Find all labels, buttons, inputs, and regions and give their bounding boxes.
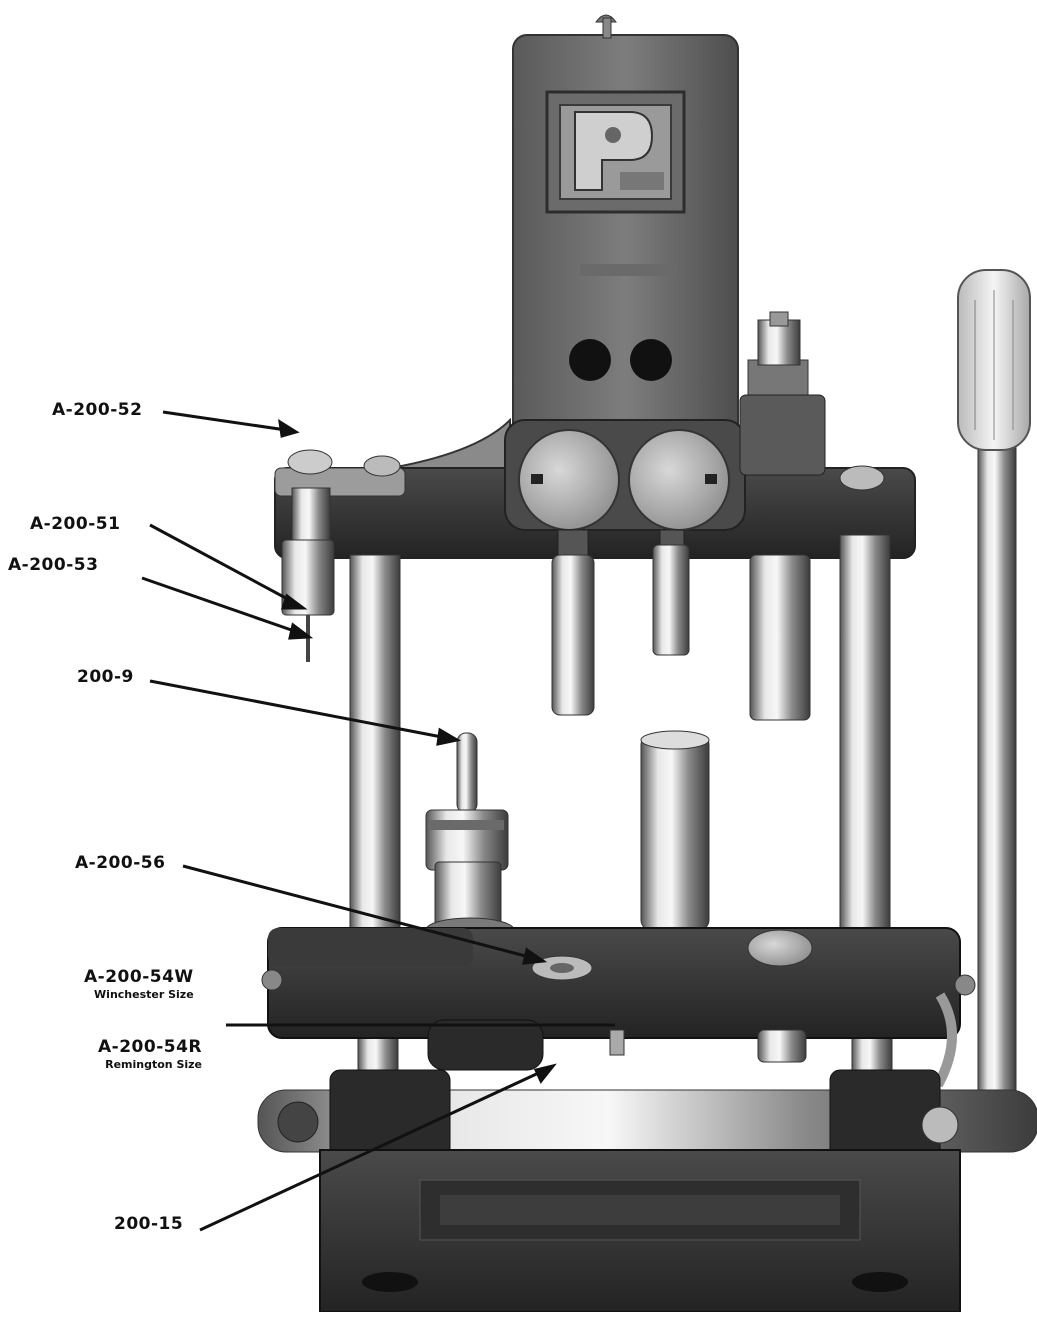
label-a-200-54w: A-200-54W Winchester Size: [84, 967, 194, 1001]
label-a-200-54r: A-200-54R Remington Size: [98, 1037, 203, 1071]
part-number-a-200-53: A-200-53: [8, 555, 99, 575]
operating-handle: [957, 269, 1031, 1121]
top-crossbar: [274, 417, 916, 662]
leader-lines: [141, 410, 615, 1232]
logo-p-icon: [545, 90, 686, 214]
part-number-200-9: 200-9: [77, 667, 134, 687]
label-200-9: 200-9: [77, 669, 134, 686]
part-number-a-200-56: A-200-56: [75, 853, 166, 873]
part-number-a-200-51: A-200-51: [30, 514, 121, 534]
label-a-200-53: A-200-53: [8, 557, 98, 574]
columns: [349, 534, 893, 1106]
label-a-200-56: A-200-56: [75, 855, 165, 872]
center-post: [425, 730, 710, 943]
upper-head: [512, 14, 739, 456]
part-number-a-200-54r: A-200-54R: [98, 1037, 203, 1057]
label-200-15: 200-15: [114, 1216, 183, 1233]
press-base: [257, 1069, 1037, 1313]
part-number-200-15: 200-15: [114, 1214, 184, 1234]
note-winchester-size: Winchester Size: [94, 988, 194, 1001]
label-a-200-51: A-200-51: [30, 516, 120, 533]
top-right-die: [739, 311, 826, 476]
label-a-200-52: A-200-52: [52, 402, 142, 419]
lower-bar: [261, 927, 976, 1088]
part-number-a-200-54w: A-200-54W: [84, 967, 194, 987]
hanging-dies: [551, 529, 811, 721]
part-number-a-200-52: A-200-52: [52, 400, 143, 420]
note-remington-size: Remington Size: [105, 1058, 203, 1071]
